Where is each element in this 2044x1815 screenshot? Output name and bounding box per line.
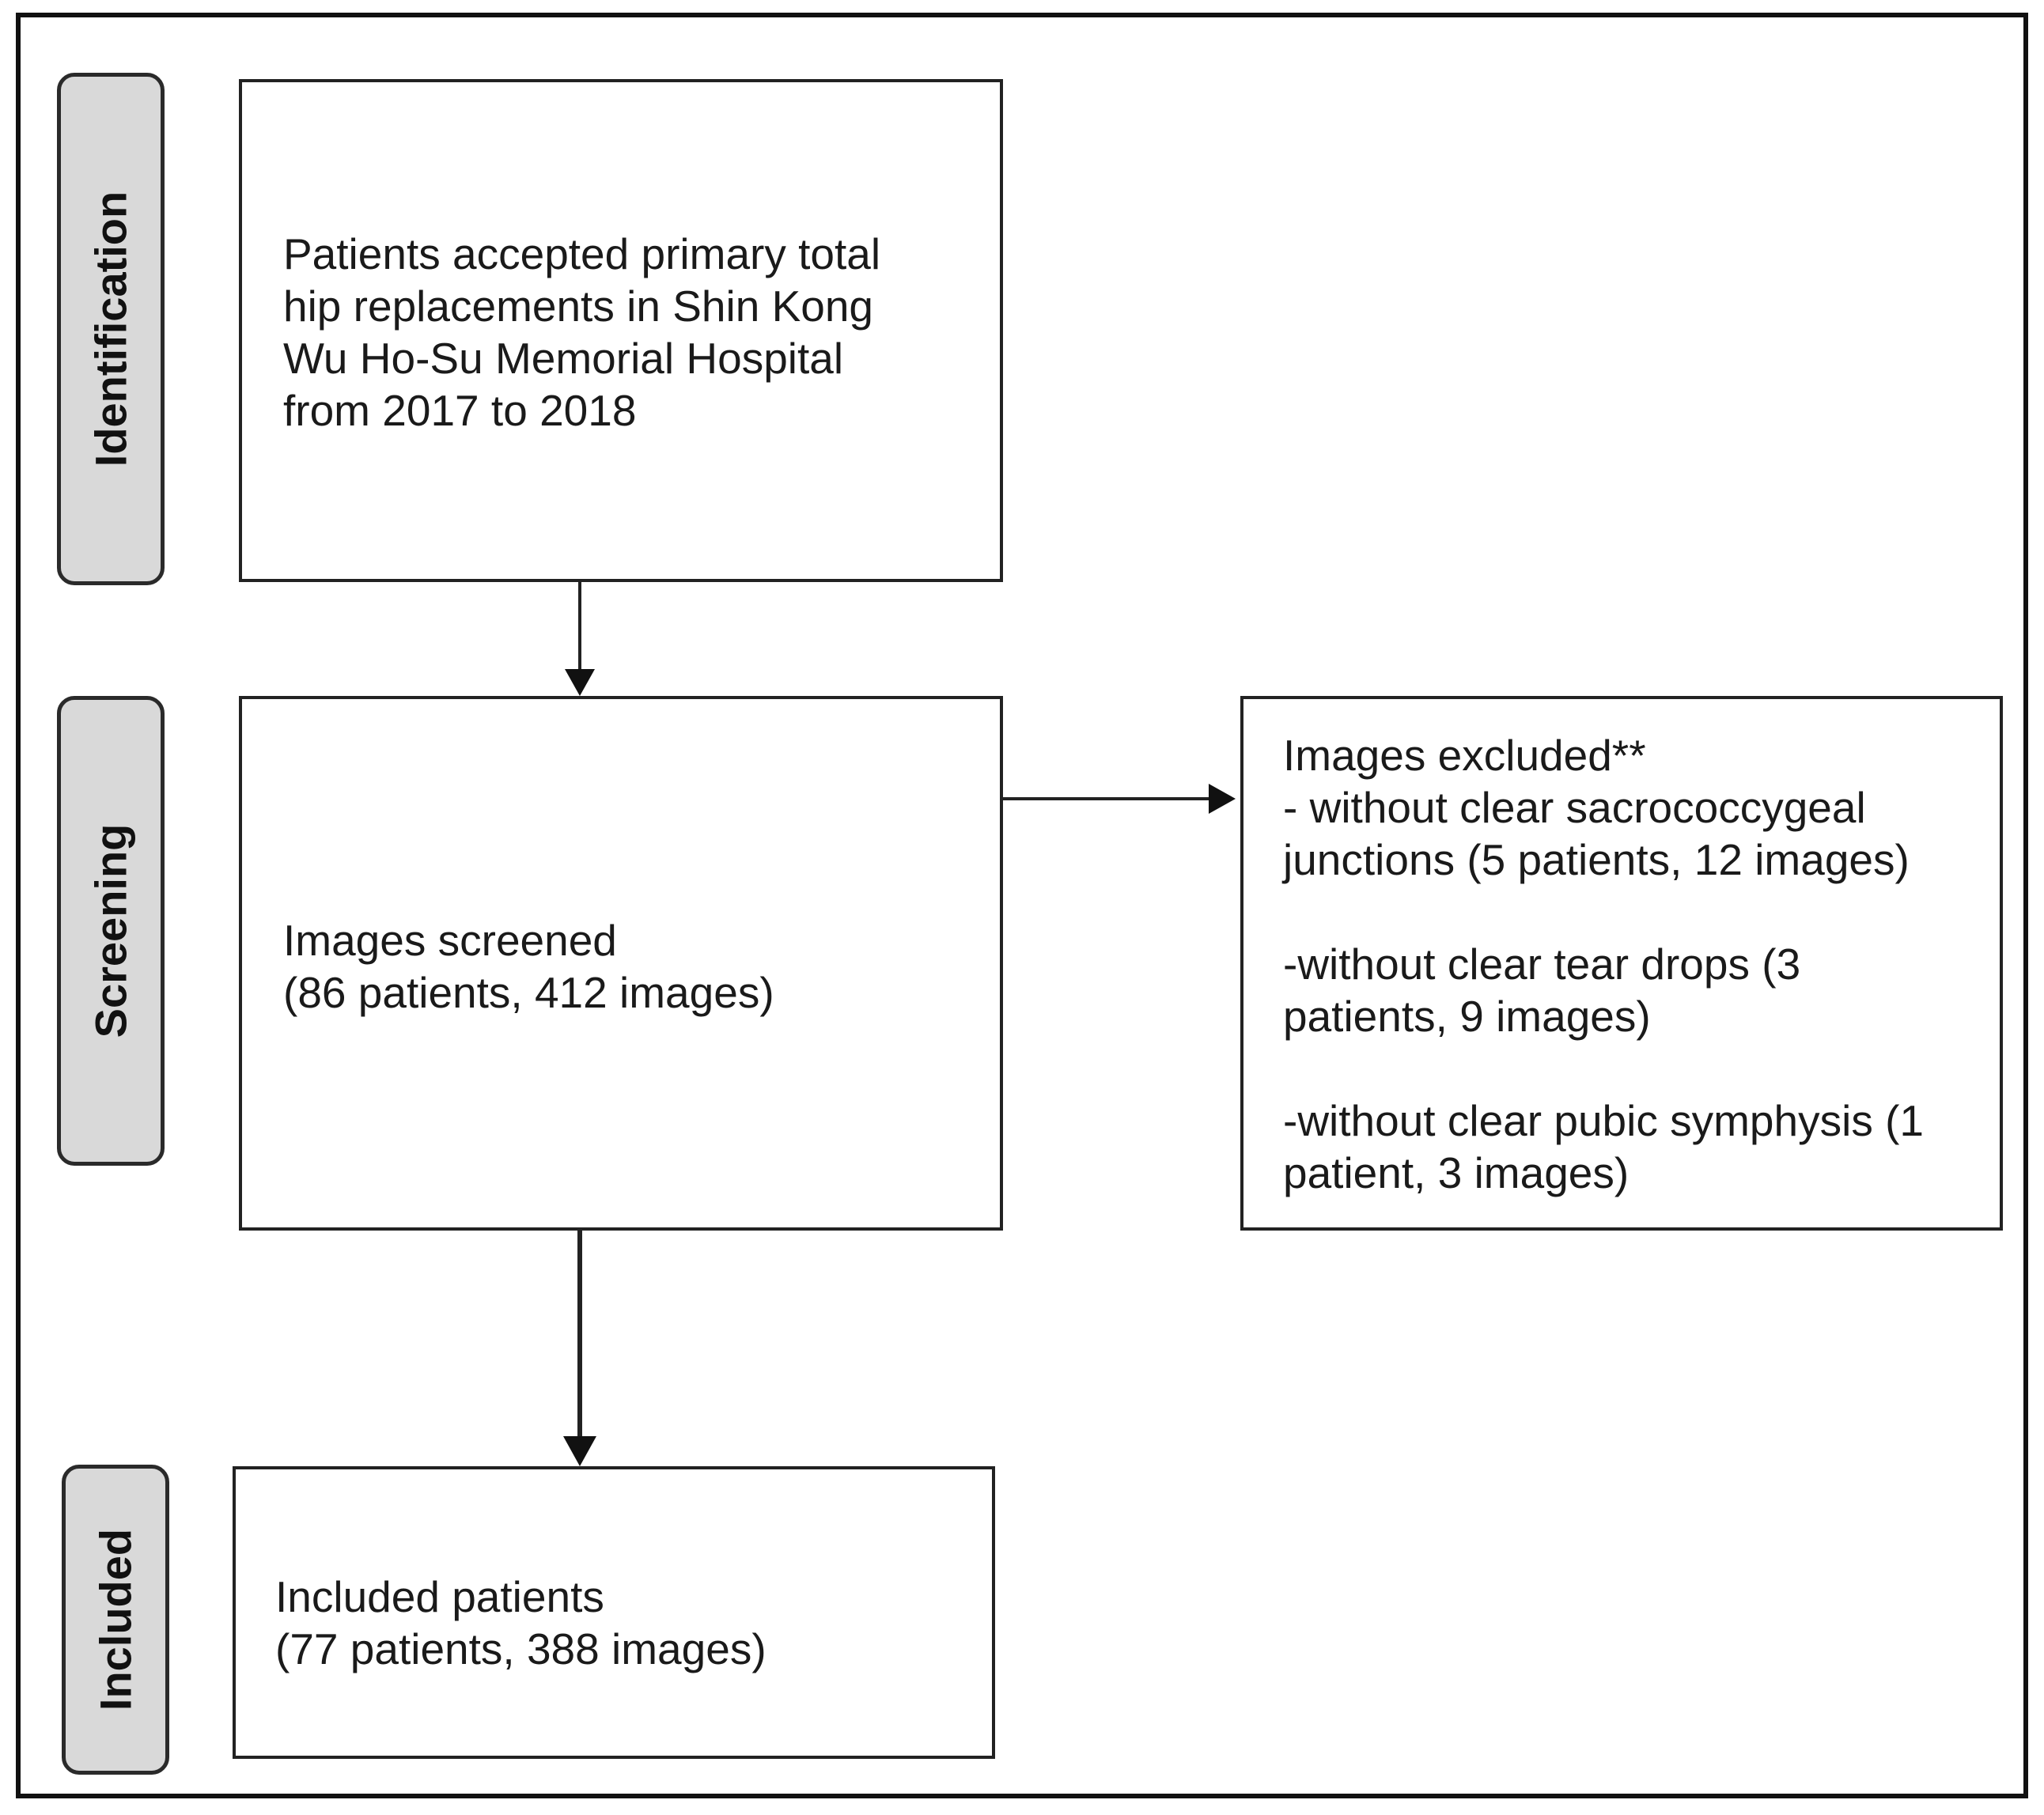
- arrow-screening-to-included: [563, 1231, 596, 1466]
- arrow-screening-to-excluded: [1003, 784, 1236, 814]
- figure-frame: [16, 13, 2028, 1798]
- stage-screening: Screening: [57, 696, 165, 1166]
- identification-box: Patients accepted primary total hip repl…: [239, 79, 1003, 582]
- included-box: Included patients (77 patients, 388 imag…: [233, 1466, 995, 1759]
- excluded-box: Images excluded** - without clear sacroc…: [1240, 696, 2003, 1231]
- screening-box-text: Images screened (86 patients, 412 images…: [283, 916, 774, 1017]
- excluded-box-text: Images excluded** - without clear sacroc…: [1283, 731, 1925, 1197]
- included-box-text: Included patients (77 patients, 388 imag…: [275, 1572, 766, 1673]
- identification-box-text: Patients accepted primary total hip repl…: [283, 229, 881, 435]
- screening-box: Images screened (86 patients, 412 images…: [239, 696, 1003, 1231]
- stage-identification: Identification: [57, 73, 165, 585]
- arrow-identification-to-screening: [565, 582, 595, 696]
- stage-included: Included: [62, 1465, 169, 1775]
